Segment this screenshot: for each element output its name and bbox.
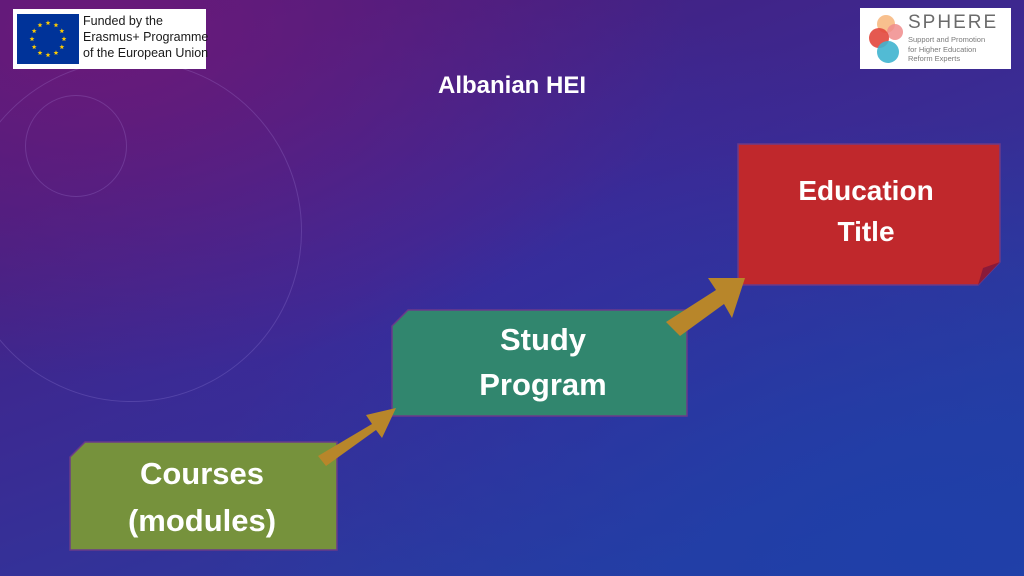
eu-star-icon (29, 36, 35, 42)
eu-text-line: Funded by the (83, 14, 163, 28)
sphere-subtitle-line: Support and Promotion (908, 35, 986, 44)
sphere-subtitle-line: for Higher Education (908, 44, 977, 54)
eu-star-icon (31, 28, 37, 34)
page-title: Albanian HEI (437, 72, 587, 99)
eu-flag-icon (17, 14, 79, 64)
sphere-logo: SPHERE Support and Promotion for Higher … (860, 8, 1011, 69)
eu-star-icon (31, 44, 37, 50)
eu-funding-logo: Funded by the Erasmus+ Programme of the … (13, 9, 208, 69)
step-label: (modules) (128, 503, 276, 538)
step-label: Education (798, 175, 933, 206)
step-box-courses: Courses (modules) (69, 441, 338, 551)
eu-star-icon (61, 36, 67, 42)
eu-text-line: of the European Union (83, 46, 209, 60)
background-ring-decoration (25, 95, 127, 197)
eu-star-icon (37, 50, 43, 55)
sphere-mark-icon (869, 15, 903, 63)
step-box-education-title: Education Title (737, 143, 1001, 286)
eu-star-icon (53, 22, 59, 28)
step-box-study-program: Study Program (391, 309, 688, 417)
step-label: Program (479, 367, 606, 402)
eu-star-icon (59, 28, 65, 34)
eu-text-line: Erasmus+ Programme (83, 30, 209, 44)
eu-star-icon (53, 50, 59, 55)
step-label: Study (500, 322, 587, 357)
eu-star-icon (45, 20, 51, 26)
step-label: Courses (140, 456, 264, 491)
sphere-subtitle: Support and Promotion for Higher Educati… (908, 35, 985, 64)
step-label: Title (837, 216, 894, 247)
arrow-study-to-education (666, 278, 745, 336)
eu-star-icon (37, 22, 43, 28)
eu-star-icon (45, 52, 51, 58)
eu-funding-text: Funded by the Erasmus+ Programme of the … (83, 13, 208, 61)
sphere-subtitle-line: Reform Experts (908, 54, 961, 63)
eu-star-icon (59, 44, 65, 50)
sphere-title: SPHERE (908, 12, 999, 33)
arrow-courses-to-study (318, 408, 396, 466)
